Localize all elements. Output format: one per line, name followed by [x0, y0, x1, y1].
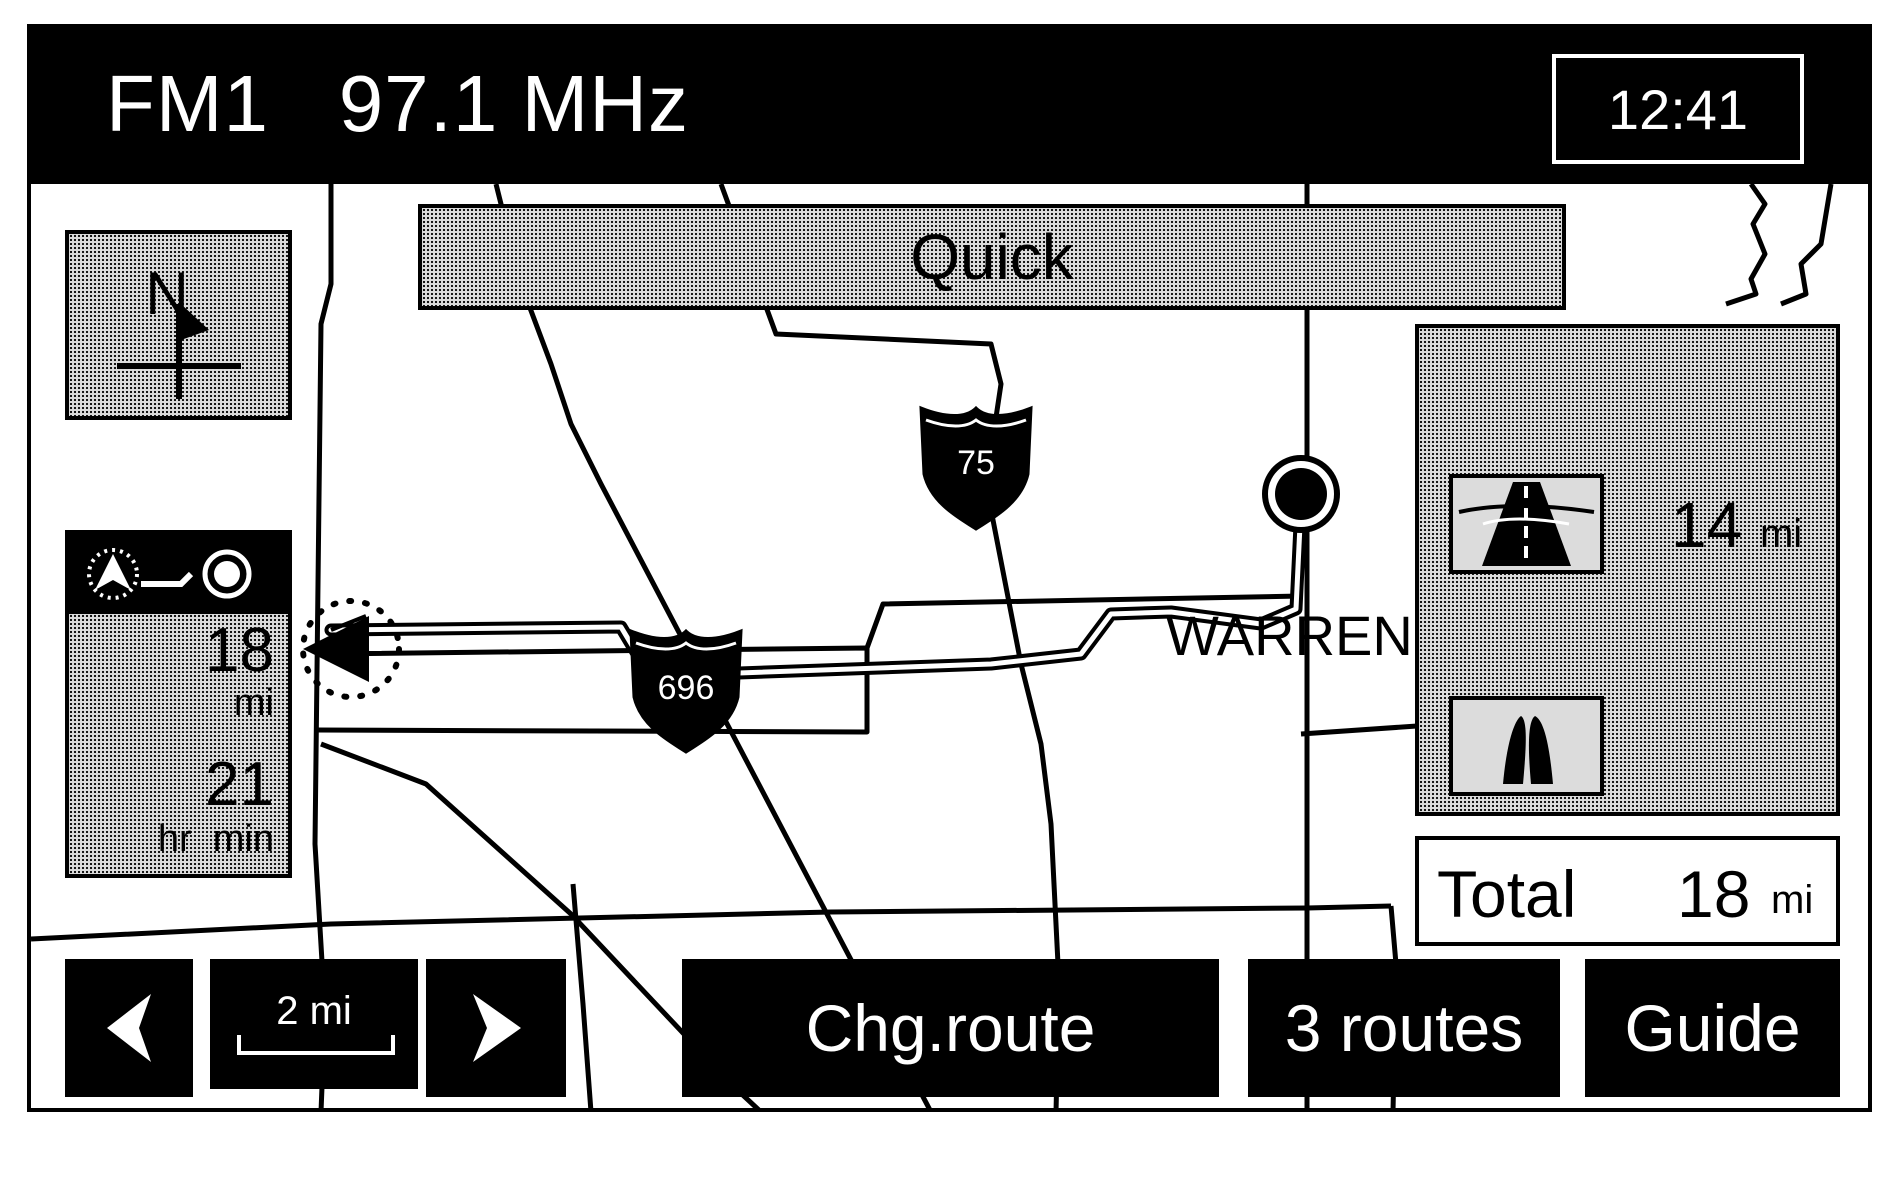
zoom-in-button[interactable]	[426, 959, 566, 1097]
trip-header	[69, 534, 288, 614]
right-arrow-icon	[473, 994, 521, 1062]
navigation-screen: FM1 97.1 MHz 12:41	[27, 24, 1872, 1112]
north-up-icon: N	[117, 260, 241, 399]
routes-button[interactable]: 3 routes	[1248, 959, 1560, 1097]
total-label: Total	[1437, 857, 1577, 931]
map[interactable]: 75 696	[31, 184, 1868, 1112]
freeway-lane-icon	[1449, 474, 1604, 574]
route-preference-button[interactable]: Quick	[418, 204, 1566, 310]
road	[570, 883, 594, 1108]
trip-distance-unit: mi	[233, 682, 274, 724]
highway-75-label: 75	[957, 444, 995, 482]
scale-bar	[237, 1035, 395, 1055]
radio-station[interactable]: FM1 97.1 MHz	[106, 58, 689, 150]
trip-time: 21	[205, 750, 274, 819]
road	[864, 593, 1302, 649]
total-distance: 18	[1677, 857, 1751, 931]
change-route-label: Chg.route	[805, 991, 1096, 1065]
total-distance-panel: Total 18 mi	[1415, 836, 1840, 946]
routes-label: 3 routes	[1284, 991, 1524, 1065]
road	[1725, 184, 1768, 307]
maneuver-distance: 14	[1671, 489, 1743, 561]
trip-time-unit: hr min	[157, 818, 274, 860]
maneuver-distance-unit: mi	[1759, 512, 1803, 556]
highway-shield-75: 75	[919, 405, 1033, 531]
total-distance-unit: mi	[1771, 878, 1814, 922]
maneuver-distance-text: 14 mi	[1671, 488, 1802, 562]
city-label: WARREN	[1166, 604, 1413, 667]
scale-label: 2 mi	[276, 989, 352, 1033]
highway-shield-696: 696	[629, 628, 743, 754]
maneuver-panel[interactable]: 14 mi	[1415, 324, 1840, 816]
exit-ramp-icon	[1449, 696, 1604, 796]
radio-band: FM1	[106, 59, 269, 148]
road	[315, 645, 870, 735]
guide-label: Guide	[1624, 991, 1801, 1065]
map-scale: 2 mi	[210, 959, 418, 1089]
road	[31, 903, 1392, 942]
route-origin-destination-icon	[87, 548, 252, 600]
destination-marker-icon[interactable]	[1262, 455, 1340, 533]
left-arrow-icon	[107, 994, 151, 1062]
vehicle-position-icon	[300, 598, 402, 700]
route-preference-label: Quick	[910, 221, 1074, 293]
zoom-out-button[interactable]	[65, 959, 193, 1097]
road	[718, 184, 1062, 1108]
guide-button[interactable]: Guide	[1585, 959, 1840, 1097]
radio-frequency: 97.1 MHz	[338, 59, 690, 148]
trip-body: 18 mi 21 hr min	[69, 614, 288, 874]
compass-button[interactable]: N	[65, 230, 292, 420]
trip-distance: 18	[205, 616, 274, 685]
clock[interactable]: 12:41	[1552, 54, 1804, 164]
change-route-button[interactable]: Chg.route	[682, 959, 1219, 1097]
highway-696-label: 696	[658, 669, 715, 707]
status-bar: FM1 97.1 MHz 12:41	[31, 28, 1868, 184]
trip-summary-panel: 18 mi 21 hr min	[65, 530, 292, 878]
road	[1780, 184, 1834, 307]
